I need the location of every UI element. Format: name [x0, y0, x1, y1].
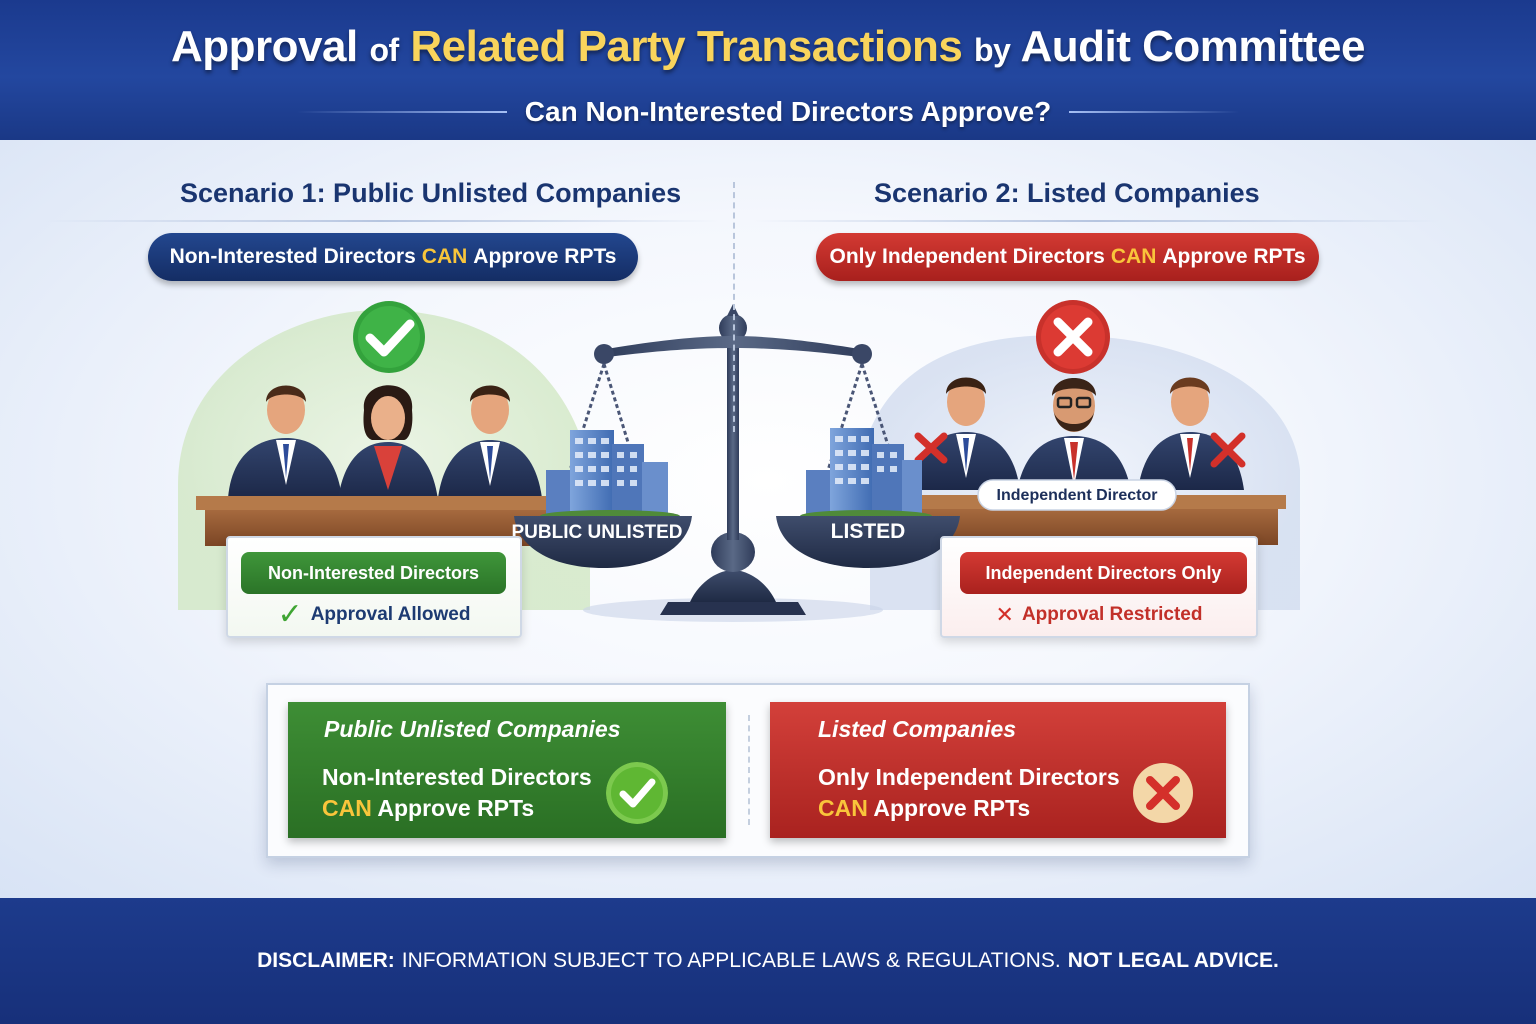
pill-can: CAN	[1110, 245, 1157, 268]
title-word: Audit Committee	[1020, 22, 1365, 71]
title-word: of	[369, 32, 399, 68]
pill-text: Approve RPTs	[1162, 245, 1306, 268]
pill-text: Non-Interested Directors	[169, 245, 416, 268]
scenario-rule	[752, 220, 1442, 222]
status-line: ✓ Approval Allowed	[228, 600, 520, 630]
summary-can: CAN	[322, 795, 372, 821]
summary-text-end: Approve RPTs	[873, 795, 1031, 821]
check-icon: ✓	[277, 598, 303, 631]
disclaimer-label: DISCLAIMER:	[257, 949, 395, 972]
director-avatar	[1138, 377, 1244, 490]
page-title: Approval of Related Party Transactions b…	[0, 22, 1536, 72]
header: Approval of Related Party Transactions b…	[0, 0, 1536, 140]
status-badge: Non-Interested Directors	[241, 552, 506, 594]
disclaimer-text: INFORMATION SUBJECT TO APPLICABLE LAWS &…	[401, 949, 1061, 972]
director-avatar	[338, 385, 438, 500]
summary-text: Only Independent Directors	[818, 764, 1120, 790]
main-panel: PUBLIC UNLISTED LISTED Independent Direc…	[0, 140, 1536, 898]
summary-panel: Public Unlisted Companies Non-Interested…	[266, 683, 1250, 858]
summary-unlisted: Public Unlisted Companies Non-Interested…	[288, 702, 726, 838]
left-desk	[196, 496, 574, 510]
subtitle: Can Non-Interested Directors Approve?	[524, 96, 1052, 127]
right-pan-label: LISTED	[831, 520, 906, 543]
director-avatar	[228, 385, 342, 498]
left-pan	[514, 516, 692, 568]
disclaimer-bold: NOT LEGAL ADVICE.	[1067, 949, 1279, 972]
subtitle-rule	[1069, 111, 1240, 113]
scenario2-rule-pill: Only Independent Directors CAN Approve R…	[816, 233, 1319, 281]
pill-can: CAN	[421, 245, 468, 268]
scenario2-title: Scenario 2: Listed Companies	[874, 178, 1260, 208]
check-icon	[606, 762, 668, 824]
status-text: Approval Restricted	[1021, 604, 1203, 625]
scenario-divider	[733, 182, 735, 432]
status-text: Approval Allowed	[310, 604, 471, 625]
summary-text: CAN Approve RPTs	[322, 795, 534, 822]
status-badge: Independent Directors Only	[960, 552, 1247, 594]
cross-icon	[914, 432, 948, 464]
scenario1-title: Scenario 1: Public Unlisted Companies	[180, 178, 682, 208]
scenario2-status-card: Independent Directors Only ✕ Approval Re…	[940, 536, 1258, 638]
right-pan	[776, 516, 960, 568]
footer-disclaimer: DISCLAIMER: INFORMATION SUBJECT TO APPLI…	[0, 898, 1536, 1024]
subtitle-row: Can Non-Interested Directors Approve?	[0, 92, 1536, 132]
scenario1-status-card: Non-Interested Directors ✓ Approval Allo…	[226, 536, 522, 638]
title-word: Approval	[171, 22, 358, 71]
summary-text-end: Approve RPTs	[377, 795, 535, 821]
summary-title: Listed Companies	[818, 716, 1017, 742]
cross-icon: ✕	[995, 602, 1014, 627]
director-avatar	[438, 385, 542, 498]
scenario-rule	[40, 220, 720, 222]
scenario1-rule-pill: Non-Interested Directors CAN Approve RPT…	[148, 233, 638, 281]
summary-title: Public Unlisted Companies	[324, 716, 621, 742]
summary-text: Non-Interested Directors	[322, 764, 592, 790]
summary-divider	[748, 715, 750, 825]
summary-text: CAN Approve RPTs	[818, 795, 1030, 822]
check-icon	[353, 301, 425, 373]
director-tag-box	[977, 479, 1177, 511]
left-pan-label: PUBLIC UNLISTED	[512, 522, 683, 543]
cross-icon	[1133, 763, 1193, 823]
director-avatar	[912, 377, 1020, 490]
left-directors	[228, 385, 542, 500]
pill-text: Approve RPTs	[473, 245, 617, 268]
summary-can: CAN	[818, 795, 868, 821]
director-tag: Independent Director	[997, 487, 1158, 504]
cross-icon	[1036, 300, 1110, 374]
illustration: PUBLIC UNLISTED LISTED Independent Direc…	[178, 300, 1300, 622]
status-line: ✕ Approval Restricted	[942, 600, 1256, 630]
title-highlight: Related Party Transactions	[410, 22, 963, 71]
summary-listed: Listed Companies Only Independent Direct…	[770, 702, 1226, 838]
title-word: by	[974, 32, 1011, 68]
subtitle-rule	[296, 111, 507, 113]
pill-text: Only Independent Directors	[829, 245, 1105, 268]
cross-icon	[1210, 432, 1246, 468]
